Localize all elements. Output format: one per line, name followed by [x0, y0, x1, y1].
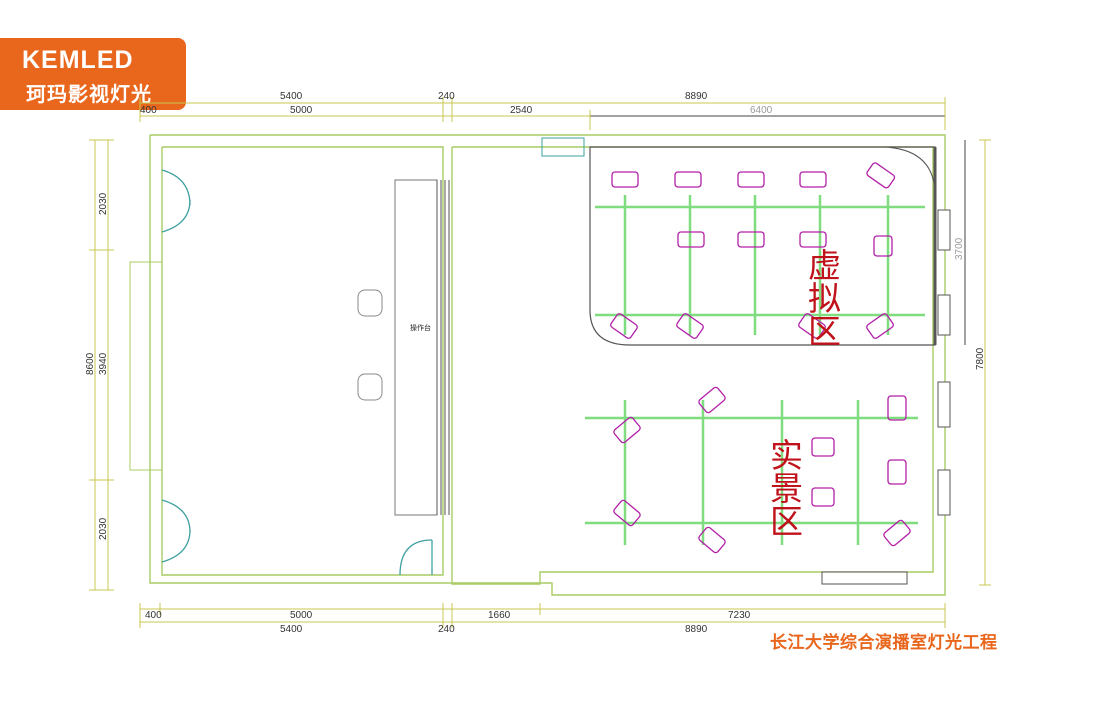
dimension-lines [89, 97, 991, 628]
dim-bottom-outer-1: 5400 [280, 624, 303, 635]
dim-left-bottom: 2030 [98, 517, 109, 540]
fixture [866, 162, 896, 189]
console-desk [394, 179, 438, 516]
fixture [873, 235, 893, 257]
dim-bottom-inner-4: 7230 [728, 610, 751, 621]
dim-top-inner-1: 5000 [290, 105, 313, 116]
door-frame-top [541, 137, 585, 157]
console-label: 操作台 [410, 323, 431, 332]
dim-top-small: 400 [140, 105, 157, 116]
console-steps [436, 180, 450, 515]
fixture [883, 519, 911, 547]
left-wall-recess [129, 261, 162, 471]
fixture [613, 499, 641, 527]
fixture [674, 171, 702, 188]
dim-left-top: 2030 [98, 192, 109, 215]
kemled-logo: KEMLED 珂玛影视灯光 [0, 38, 186, 110]
dim-right-top: 3700 [954, 237, 965, 260]
truss-real [585, 400, 918, 545]
virtual-zone-cyclorama [589, 146, 936, 346]
real-zone-label: 实景区 [765, 438, 804, 537]
fixture [676, 313, 704, 339]
fixture [737, 231, 765, 248]
fixture [698, 526, 726, 554]
fixture [799, 171, 827, 188]
light-fixtures [610, 162, 911, 554]
chairs [357, 289, 383, 401]
chair [357, 373, 383, 401]
dim-bottom-inner-1: 400 [145, 610, 162, 621]
dim-left-outer: 8600 [85, 352, 96, 375]
dim-top-outer-2: 240 [438, 91, 455, 102]
dim-top-outer-1: 5400 [280, 91, 303, 102]
wall-panels [821, 209, 951, 585]
fixture [887, 395, 907, 421]
fixture [798, 313, 826, 339]
truss-virtual [595, 195, 925, 335]
dim-right-outer: 7800 [975, 347, 986, 370]
doors [161, 169, 433, 576]
dim-top-outer-3: 8890 [685, 91, 708, 102]
dim-bottom-outer-3: 8890 [685, 624, 708, 635]
logo-brand-cn: 珂玛影视灯光 [26, 82, 152, 106]
fixture [677, 231, 705, 248]
fixture [811, 437, 835, 457]
fixture [866, 313, 894, 339]
fixture [887, 459, 907, 485]
dim-bottom-inner-2: 5000 [290, 610, 313, 621]
fixture [799, 231, 827, 248]
fixture [613, 416, 641, 444]
fixture [610, 313, 638, 339]
dim-bottom-inner-3: 1660 [488, 610, 511, 621]
fixture [611, 171, 639, 188]
fixture [737, 171, 765, 188]
fixture [698, 386, 726, 414]
dim-top-inner-2: 2540 [510, 105, 533, 116]
dim-bottom-outer-2: 240 [438, 624, 455, 635]
fixture [811, 487, 835, 507]
dim-left-mid: 3940 [98, 352, 109, 375]
project-caption: 长江大学综合演播室灯光工程 [770, 633, 998, 653]
walls [149, 134, 946, 596]
virtual-zone-label: 虚拟区 [803, 248, 842, 347]
chair [357, 289, 383, 317]
dim-top-green: 6400 [750, 105, 773, 116]
logo-brand: KEMLED [22, 46, 134, 74]
